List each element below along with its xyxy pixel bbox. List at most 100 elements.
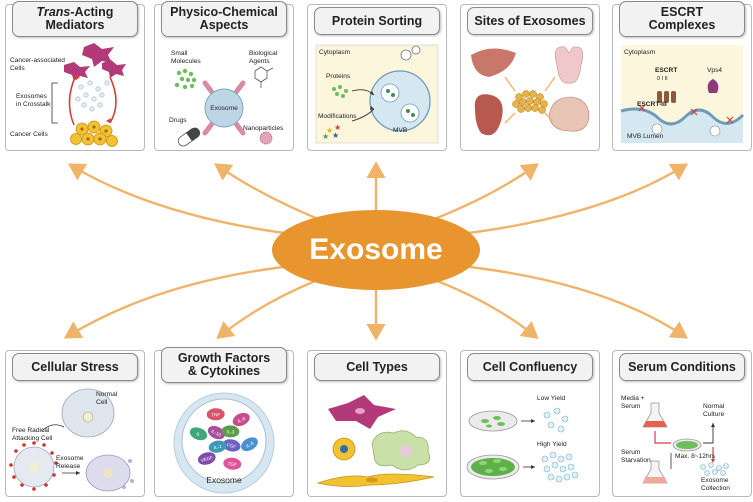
arrow-to-mediators	[67, 163, 301, 237]
svg-text:★: ★	[326, 126, 333, 135]
panel-protein-sorting: Protein Sorting ★ ★ ★ ★ Cytoplasm Protei…	[307, 4, 447, 151]
svg-text:★: ★	[322, 132, 329, 141]
panel-physico-chemical-aspects: Physico-Chemical Aspects Small Molecules…	[154, 1, 294, 151]
cytokine-label: TNF	[211, 412, 220, 417]
label-max-time: Max. 8~12hrs	[675, 453, 716, 460]
panel-title: Physico-Chemical Aspects	[161, 1, 287, 37]
serum-illustration	[642, 402, 729, 484]
svg-text:★: ★	[334, 123, 341, 132]
label-exosome-release: Exosome Release	[56, 455, 84, 470]
cell-types-illustration	[316, 395, 435, 487]
center-label: Exosome	[309, 233, 443, 266]
stress-illustration	[9, 388, 134, 492]
arrow-to-escrt	[451, 163, 689, 237]
label-cancer-associated-cells: Cancer-associated Cells	[10, 57, 65, 72]
panel-sites-of-exosomes: Sites of Exosomes	[460, 4, 600, 151]
sites-illustration	[471, 46, 590, 136]
arrow-to-serum	[451, 263, 688, 339]
cytokine-label: IL-1	[213, 444, 222, 451]
cytokine-label: IL-6	[245, 440, 255, 449]
label-escrt-sub: 0 I II	[657, 76, 668, 82]
panel-title: Trans-Acting Mediators	[12, 1, 138, 37]
label-exosomes-in-crosstalk: Exosomes in Crosstalk	[16, 93, 51, 108]
arrow-to-confluency	[423, 274, 539, 339]
panel-title: Cellular Stress	[12, 353, 138, 381]
panel-cell-confluency: Cell Confluency Low Yield High Yield	[460, 350, 600, 497]
cytokine-label: FGF	[226, 442, 236, 449]
arrow-to-growth	[216, 274, 329, 339]
svg-text:★: ★	[332, 131, 339, 140]
cytokine-capsule: IL-1	[208, 440, 227, 453]
panel-title: Growth Factors & Cytokines	[161, 347, 287, 383]
label-mvb: MVB	[393, 127, 408, 134]
sorting-illustration: ★ ★ ★ ★	[315, 44, 439, 144]
label-drugs: Drugs	[169, 117, 187, 124]
arrow-to-physico	[214, 163, 329, 225]
cytokine-label: IL	[196, 431, 202, 437]
label-high-yield: High Yield	[537, 441, 567, 448]
cytokine-capsule: TGF	[223, 457, 242, 470]
brain-icon	[548, 96, 590, 132]
panel-cellular-stress: Cellular Stress Normal Cell Free Radical…	[5, 350, 145, 497]
cytokine-label: IL-10	[210, 429, 222, 438]
label-small-molecules: Small Molecules	[171, 50, 201, 65]
label-cytoplasm: Cytoplasm	[624, 49, 656, 56]
panel-cell-types: Cell Types	[307, 350, 447, 497]
label-biological-agents: Biological Agents	[249, 50, 278, 65]
label-cytoplasm: Cytoplasm	[319, 49, 351, 56]
cytokine-capsule: IL	[189, 427, 208, 441]
arrow-to-stress	[63, 263, 301, 339]
panel-serum-conditions: Serum Conditions Media + Serum Normal Cu…	[612, 350, 752, 497]
confluency-illustration	[466, 407, 579, 483]
panel-trans-acting-mediators: Trans-Acting Mediators	[5, 1, 145, 151]
panel-title: ESCRT Complexes	[619, 1, 745, 37]
dish-low-icon	[468, 410, 518, 432]
exosome-ellipse	[272, 210, 480, 290]
cytokine-capsule: IL-3	[221, 425, 240, 438]
panel-title: Sites of Exosomes	[467, 7, 593, 35]
label-free-radical: Free Radical Attacking Cell	[12, 427, 53, 442]
arrow-to-sites	[423, 163, 539, 225]
cytokine-capsule: IL-8	[232, 412, 250, 427]
panel-title: Cell Confluency	[467, 353, 593, 381]
panel-title: Protein Sorting	[314, 7, 440, 35]
label-nanoparticles: Nanoparticles	[243, 125, 284, 132]
label-normal-cell: Normal Cell	[96, 391, 118, 406]
cytokine-capsule: IL-10	[207, 425, 225, 440]
label-modifications: Modifications	[318, 113, 357, 120]
label-media-serum: Media + Serum	[621, 395, 645, 410]
label-mvb-lumen: MVB Lumen	[627, 133, 664, 140]
label-normal-culture: Normal Culture	[703, 403, 725, 418]
cytokine-label: IL-8	[237, 416, 247, 424]
panel-escrt-complexes: ESCRT Complexes Cytoplasm ESCRT 0 I II V…	[612, 1, 752, 151]
cytokine-capsule: FGF	[222, 439, 241, 452]
physico-illustration	[174, 66, 274, 147]
cytokine-capsule: VEGF	[197, 452, 216, 465]
label-low-yield: Low Yield	[537, 395, 566, 402]
label-cancer-cells: Cancer Cells	[10, 131, 48, 138]
liver-icon	[471, 48, 516, 77]
cytokine-label: TGF	[227, 461, 237, 467]
label-escrt: ESCRT	[655, 67, 678, 74]
escrt-illustration	[620, 45, 745, 143]
cytokine-capsule: IL-6	[241, 437, 258, 452]
mediators-illustration	[51, 43, 126, 147]
label-proteins: Proteins	[326, 73, 351, 80]
label-exosome: Exosome	[210, 105, 238, 112]
cytokine-label: VEGF	[200, 455, 214, 463]
label-serum-starvation: Serum Starvation	[621, 449, 651, 464]
label-vps4: Vps4	[707, 67, 723, 74]
label-exosome: Exosome	[206, 475, 242, 485]
lungs-icon	[554, 46, 584, 84]
label-exosome-collection: Exosome Collection	[701, 477, 730, 492]
panel-title: Serum Conditions	[619, 353, 745, 381]
panel-title: Cell Types	[314, 353, 440, 381]
label-escrt-iii: ESCRT-III	[637, 101, 667, 108]
cytokine-label: IL-3	[226, 429, 235, 434]
cytokine-capsule: TNF	[206, 408, 225, 421]
kidney-icon	[474, 94, 503, 136]
